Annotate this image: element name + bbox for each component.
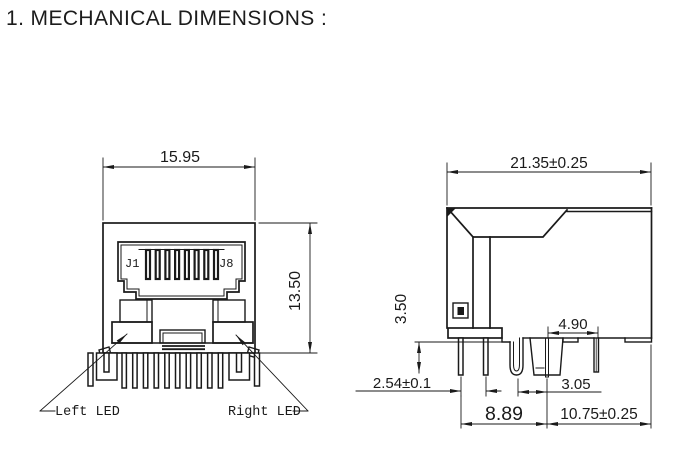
mount-post — [529, 337, 564, 376]
rear-step — [624, 337, 653, 343]
front-housing-details — [98, 299, 260, 359]
right-led-leg — [228, 352, 251, 381]
dim-peg-width-graphics — [547, 326, 599, 339]
pin-2 — [482, 337, 489, 376]
dim-front-height-graphics — [258, 222, 318, 354]
front-legs — [87, 352, 261, 389]
label-right-led: Right LED — [228, 405, 301, 420]
front-view: 15.95 13.50 — [39, 149, 318, 420]
mount-flange — [447, 327, 503, 339]
page-title: 1. MECHANICAL DIMENSIONS : — [6, 7, 328, 30]
dim-peg-offset-graphics — [517, 378, 602, 429]
dim-overall-depth: 21.35±0.25 — [510, 155, 587, 172]
leader-right-led — [235, 334, 309, 412]
dim-front-height: 13.50 — [287, 271, 304, 311]
dim-front-width: 15.95 — [160, 149, 200, 166]
dim-peg-width: 4.90 — [558, 316, 587, 333]
label-j8: J8 — [219, 257, 233, 271]
dim-standoff-graphics — [414, 341, 506, 374]
solder-tail — [509, 337, 524, 376]
side-bottom-features — [457, 337, 653, 378]
dim-peg-offset: 3.05 — [561, 376, 590, 393]
side-view: 21.35±0.25 — [355, 155, 653, 429]
dim-front-width-graphics — [102, 157, 256, 221]
right-led-window — [212, 321, 254, 344]
jack-contacts — [138, 248, 225, 281]
dim-pin-pitch-graphics — [355, 376, 502, 397]
pin-1 — [457, 337, 464, 376]
side-body — [446, 207, 653, 339]
dim-peg-to-rear: 10.75±0.25 — [560, 406, 637, 423]
latch-slot — [159, 329, 206, 344]
dim-standoff: 3.50 — [393, 294, 410, 325]
leader-left-led — [39, 333, 128, 412]
dim-pin-pitch: 2.54±0.1 — [373, 375, 431, 392]
left-led-leg — [95, 352, 118, 381]
dim-row-span-graphics — [460, 395, 548, 429]
dim-peg-to-rear-graphics — [546, 344, 652, 429]
dim-depth-graphics — [446, 162, 652, 206]
jack-opening — [117, 241, 246, 300]
label-left-led: Left LED — [55, 405, 120, 420]
label-j1: J1 — [125, 257, 139, 271]
dim-row-span: 8.89 — [485, 403, 523, 425]
shield-hole — [452, 302, 469, 319]
